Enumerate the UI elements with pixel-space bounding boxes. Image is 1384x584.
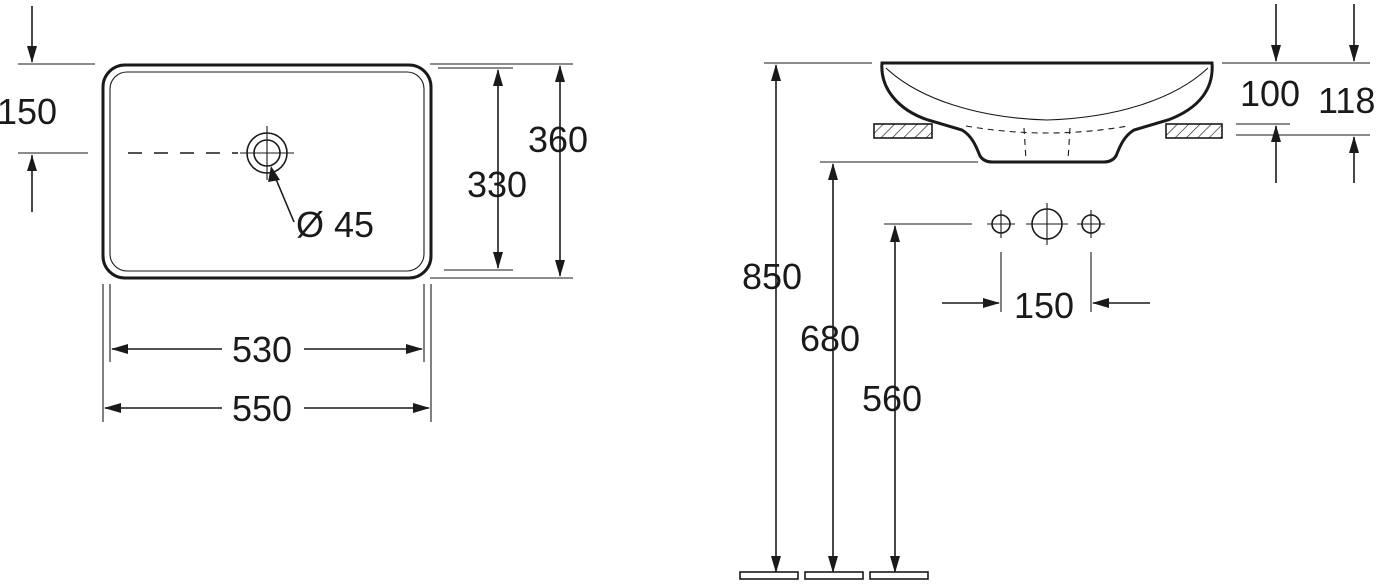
dim-outer-width: 550 — [232, 388, 292, 429]
floor-plate-2 — [804, 571, 864, 580]
dim-total-height: 118 — [1318, 80, 1375, 121]
dim-hole-diameter: Ø 45 — [296, 204, 374, 245]
dim-bowl-height: 100 — [1240, 73, 1300, 114]
dim-hole-offset: 150 — [0, 91, 57, 132]
tap-hole-right — [1077, 210, 1105, 238]
tap-hole-left — [987, 210, 1015, 238]
basin-inner-outline — [109, 71, 425, 272]
dim-outer-depth: 360 — [528, 119, 588, 160]
dim-inner-depth: 330 — [467, 164, 527, 205]
floor-plate-3 — [869, 571, 929, 580]
countertop-left — [873, 123, 933, 139]
dim-inner-width: 530 — [232, 329, 292, 370]
basin-outer-outline — [101, 63, 433, 280]
dim-rim-height: 850 — [742, 256, 802, 297]
tap-hole-center — [1026, 203, 1068, 245]
countertop-right — [1165, 123, 1223, 139]
floor-plate-1 — [739, 571, 799, 580]
dim-tap-spacing: 150 — [1014, 285, 1074, 326]
dim-tap-height: 560 — [862, 378, 922, 419]
top-view: Ø 45 150 330 360 530 5 — [0, 6, 588, 429]
basin-inner-curve — [885, 67, 1209, 121]
side-view: 850 680 560 — [739, 4, 1375, 580]
drain-hole-symbol — [240, 126, 294, 180]
basin-side-profile — [880, 61, 1214, 164]
dim-outlet-height: 680 — [800, 318, 860, 359]
